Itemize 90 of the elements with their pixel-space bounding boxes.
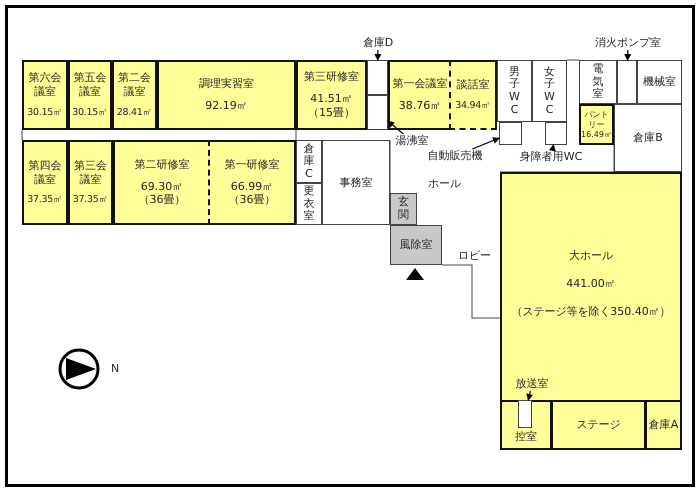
area-text: 34.94㎡ (455, 100, 491, 112)
room-box (208, 140, 296, 225)
room-name: 倉庫C (303, 142, 315, 180)
leader-line (624, 50, 632, 61)
room-box (499, 122, 522, 145)
callout-label: 身障者用WC (515, 150, 587, 164)
room-box (390, 193, 417, 225)
callout-label: 自動販売機 (424, 149, 486, 163)
room-box (579, 104, 614, 145)
room-box (322, 140, 390, 225)
room-name: 女子WC (544, 66, 556, 116)
area-text: 441.00㎡ (566, 276, 616, 290)
leader-line (548, 144, 556, 152)
room-box (113, 140, 209, 225)
room-name: 第五会議室 (72, 71, 108, 99)
room-box (296, 140, 322, 183)
room-box (68, 60, 112, 130)
room-box (500, 172, 682, 450)
room-name: 電気室 (592, 63, 604, 101)
stage-room (551, 400, 646, 450)
area-text: （36畳） (228, 193, 276, 208)
room-box (614, 104, 682, 172)
callout-label: 放送室 (511, 377, 553, 391)
stage-room (518, 400, 532, 428)
room-name: 更衣室 (303, 185, 315, 223)
area-text: （15畳） (308, 106, 355, 120)
callout-label: 消火ポンプ室 (594, 36, 662, 50)
room-box (497, 60, 532, 122)
stage-room (500, 400, 552, 450)
leader-line (374, 50, 382, 61)
room-name: 倉庫A (648, 418, 678, 432)
room-name: 第二会議室 (117, 71, 152, 99)
leader-line (472, 137, 500, 150)
room-name: 倉庫B (633, 131, 663, 145)
compass-label: N (111, 362, 120, 375)
area-text: 30.15㎡ (27, 106, 63, 119)
room-name: 談話室 (456, 78, 490, 92)
room-box (449, 60, 497, 130)
room-name: 大ホール (569, 249, 613, 263)
area-text: （36畳） (138, 193, 186, 208)
room-box (532, 60, 567, 122)
room-box (545, 122, 567, 145)
area-text: （ステージ等を除く350.40㎡） (511, 304, 671, 318)
room-name: 玄関 (398, 196, 410, 222)
callout-label: 湯沸室 (392, 134, 432, 148)
leader-line (526, 390, 534, 401)
room-box (579, 60, 617, 104)
room-box (22, 60, 68, 130)
room-box (390, 225, 442, 265)
callout-label: 倉庫D (358, 36, 398, 50)
room-box (367, 60, 388, 95)
room-name: 事務室 (340, 176, 372, 190)
room-box (157, 60, 296, 130)
room-box (296, 60, 367, 130)
leader-line (387, 120, 404, 134)
area-text: 92.19㎡ (205, 99, 248, 113)
room-name: 機械室 (643, 75, 676, 89)
room-box (617, 60, 637, 104)
area-text: 30.15㎡ (72, 106, 108, 119)
area-text: 37.35㎡ (72, 194, 108, 206)
area-text: 37.35㎡ (27, 194, 63, 206)
room-box (388, 60, 450, 130)
room-box (112, 60, 157, 130)
room-box (637, 60, 682, 104)
area-text: 41.51㎡ (310, 92, 353, 106)
room-name: 控室 (515, 430, 537, 444)
room-name: 第一会議室 (392, 77, 448, 91)
stage-room (645, 400, 682, 450)
area-text: 16.49㎡ (581, 130, 612, 140)
room-box (296, 183, 322, 225)
room-name: 第二研修室 (134, 158, 190, 172)
area-text: 38.76㎡ (398, 99, 442, 113)
area-text: 69.30㎡ (140, 180, 184, 194)
room-name: ステージ (576, 418, 620, 432)
room-name: 第三研修室 (304, 70, 359, 84)
room-name: 第四会議室 (28, 158, 62, 186)
room-box (367, 95, 388, 130)
room-name: 風除室 (400, 238, 432, 252)
room-name: 第六会議室 (28, 71, 62, 99)
room-name: 第一研修室 (224, 158, 280, 172)
area-text: 66.99㎡ (230, 180, 274, 194)
room-name: 調理実習室 (199, 77, 254, 91)
room-box (22, 140, 68, 225)
room-name: 第三会議室 (73, 158, 108, 186)
area-label: ロビー (458, 248, 491, 263)
room-name: パントリー (584, 110, 610, 130)
area-text: 28.41㎡ (116, 106, 152, 119)
room-name: 男子WC (508, 66, 520, 116)
area-label: ホール (428, 176, 461, 191)
room-box (68, 140, 113, 225)
